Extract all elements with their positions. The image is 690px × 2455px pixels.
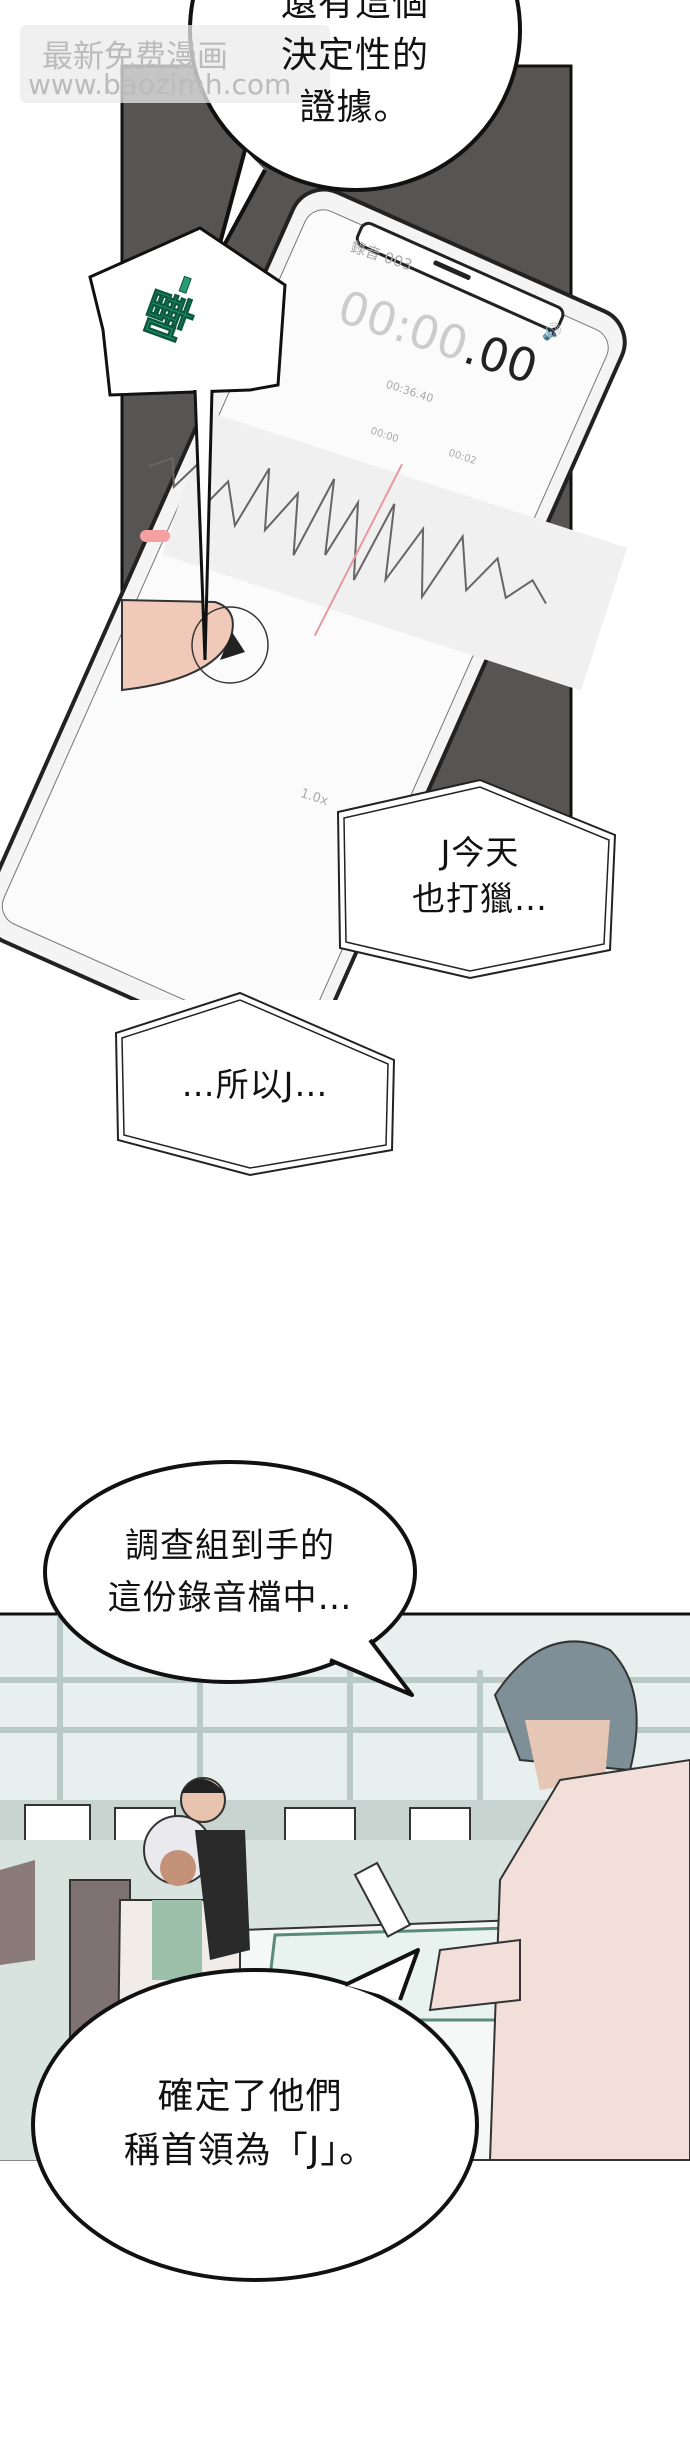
- bubble-line: 還有這個: [280, 0, 429, 24]
- bubble-leader-j: 確定了他們 稱首領為「J」。: [70, 2070, 430, 2178]
- watermark-url: www.baozimh.com: [28, 68, 292, 101]
- play-button: [191, 606, 269, 684]
- watermark-text: 最新免费漫画: [42, 39, 228, 75]
- bubble-line: 調查組到手的: [125, 1526, 335, 1566]
- caption-hunting: J今天 也打獵…: [375, 830, 585, 922]
- bubble-recording-file: 調查組到手的 這份錄音檔中…: [60, 1520, 400, 1624]
- watermark: 最新免费漫画 www.baozimh.com: [20, 25, 330, 103]
- volume-icon: 🔊: [542, 322, 562, 341]
- caption-so-j: …所以J…: [150, 1062, 360, 1108]
- play-icon: [220, 632, 245, 660]
- panel-recording-phone: [0, 0, 628, 1000]
- bubble-line: 證據。: [299, 87, 411, 128]
- caption-line: 也打獵…: [412, 879, 548, 918]
- bubble-evidence: 還有這個 決定性的 證據。: [250, 0, 460, 134]
- bubble-line: 這份錄音檔中…: [107, 1578, 353, 1618]
- bubble-line: 決定性的: [280, 35, 429, 76]
- caption-line: …所以J…: [181, 1065, 329, 1104]
- bubble-line: 確定了他們: [157, 2076, 343, 2117]
- caption-line: J今天: [440, 833, 520, 872]
- bubble-line: 稱首領為「J」。: [123, 2130, 377, 2171]
